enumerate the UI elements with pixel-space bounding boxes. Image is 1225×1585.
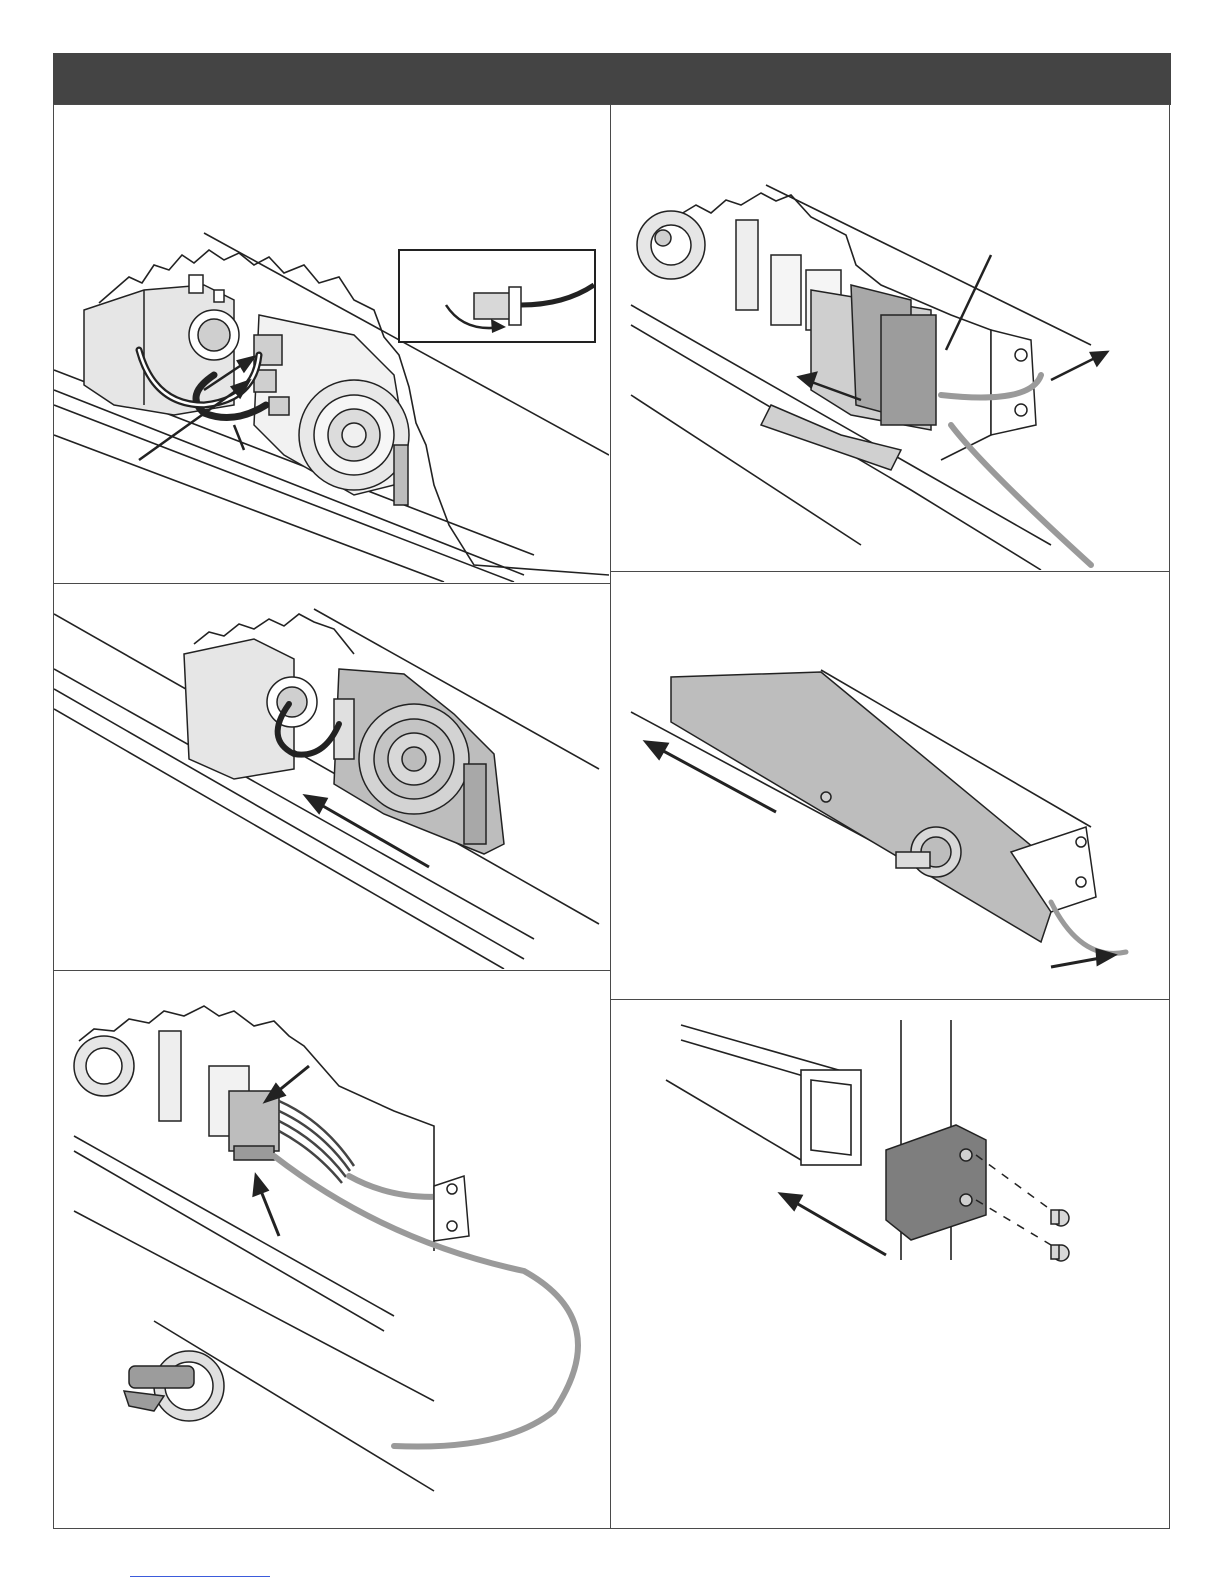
panel-5-drawing (54, 971, 609, 1528)
illustration-panel-1 (54, 105, 609, 582)
illustration-panel-6 (611, 1000, 1169, 1528)
panel-2-drawing (611, 105, 1169, 570)
panel-1-drawing (54, 105, 609, 582)
illustration-panel-5 (54, 971, 609, 1528)
panel-4-drawing (611, 572, 1169, 998)
footer-link-underline[interactable] (130, 1576, 270, 1577)
panel-3-drawing (54, 584, 609, 969)
panel-6-drawing (611, 1000, 1169, 1528)
illustration-panel-2 (611, 105, 1169, 570)
illustration-panel-3 (54, 584, 609, 969)
illustration-panel-4 (611, 572, 1169, 998)
page-header-bar (53, 53, 1171, 105)
